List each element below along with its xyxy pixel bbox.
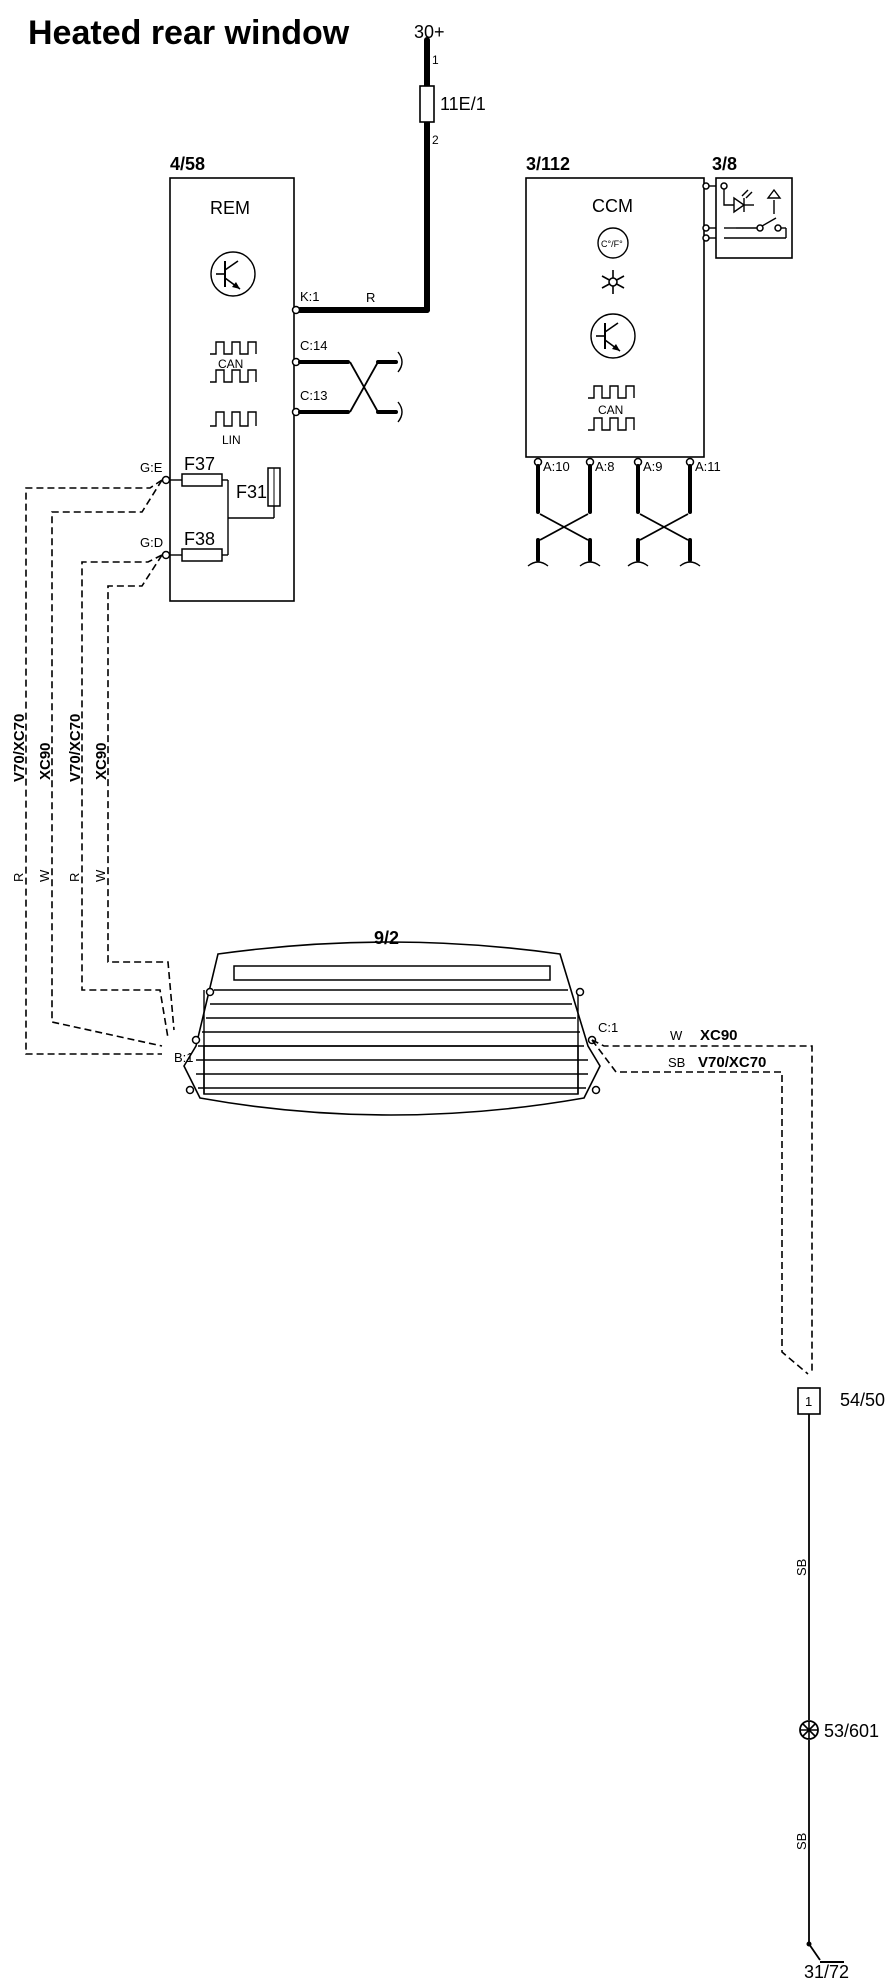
fuse-11e1-label: 11E/1 — [440, 94, 486, 114]
ccm-pin-a10: A:10 — [543, 459, 570, 474]
ground-point-id: 53/601 — [824, 1721, 879, 1741]
ccm-can-signal-icon — [588, 385, 635, 431]
ccm-pin-a8: A:8 — [595, 459, 615, 474]
ccm-temp-unit: C°/F° — [601, 239, 623, 249]
page-title: Heated rear window — [28, 14, 350, 52]
rem-can-label: CAN — [218, 357, 243, 371]
rem-wire-k1-color: R — [366, 290, 375, 305]
rem-pin-c13: C:13 — [300, 388, 327, 403]
wire-variant-3: V70/XC70 — [67, 714, 84, 782]
rear-window-id: 9/2 — [374, 928, 399, 948]
ccm-name: CCM — [592, 196, 633, 216]
rem-pin-k1: K:1 — [300, 289, 320, 304]
fuse-f37-label: F37 — [184, 454, 215, 474]
wire-color-2: W — [37, 869, 52, 882]
ccm-pin-a11: A:11 — [695, 459, 721, 474]
rem-lin-label: LIN — [222, 433, 241, 447]
rem-pin-c14: C:14 — [300, 338, 327, 353]
ground-point-icon — [799, 1720, 819, 1740]
ccm-can-label: CAN — [598, 403, 623, 417]
rear-window-pin-c1: C:1 — [598, 1020, 618, 1035]
supply-label: 30+ — [414, 22, 445, 42]
panel-id: 3/8 — [712, 154, 737, 174]
rear-window-heater-grid — [183, 941, 601, 1116]
wire-variant-4: XC90 — [93, 742, 110, 780]
fuse-f37 — [181, 473, 223, 487]
panel-led-switch-icon — [720, 182, 787, 239]
rear-window-pin-b1: B:1 — [174, 1050, 194, 1065]
ccm-panel-link — [702, 182, 716, 242]
splice-pin: 1 — [805, 1394, 812, 1409]
rem-fuse-wiring — [170, 479, 275, 556]
rem-can-signal-icon — [210, 341, 257, 383]
wire-variant-1: V70/XC70 — [11, 714, 28, 782]
rem-id: 4/58 — [170, 154, 205, 174]
wire-color-4: W — [93, 869, 108, 882]
rem-pin-gd-dot — [161, 550, 171, 560]
supply-pin-1: 1 — [432, 53, 439, 67]
rem-pin-gd: G:D — [140, 535, 163, 550]
rem-name: REM — [210, 198, 250, 218]
rem-pin-ge-dot — [161, 475, 171, 485]
ground-id: 31/72 — [804, 1962, 849, 1980]
ccm-pin-a9: A:9 — [643, 459, 663, 474]
fuse-f38-label: F38 — [184, 529, 215, 549]
rem-module — [169, 177, 295, 602]
ground-wire-color-upper: SB — [794, 1559, 809, 1576]
ccm-snowflake-icon — [601, 270, 625, 294]
splice-id: 54/50 — [840, 1390, 885, 1410]
ccm-transistor-icon — [590, 313, 636, 359]
rear-window-pin-b1-dot — [191, 1035, 201, 1045]
ground-symbol-icon — [806, 1941, 844, 1963]
wire-right-variant-2: V70/XC70 — [698, 1054, 766, 1071]
rear-window-feed-wires — [25, 479, 175, 1055]
rem-pin-k1-dot — [291, 305, 301, 315]
ccm-twisted-pairs — [527, 464, 701, 567]
wire-right-color-2: SB — [668, 1055, 685, 1070]
wire-color-3: R — [67, 873, 82, 882]
rem-lin-signal-icon — [210, 411, 257, 427]
fuse-f38 — [181, 548, 223, 562]
rem-can-twisted-pair — [298, 351, 403, 423]
wire-right-variant-1: XC90 — [700, 1027, 738, 1044]
ground-wire-color-lower: SB — [794, 1833, 809, 1850]
rear-window-ground-wires — [591, 1039, 813, 1375]
wire-right-color-1: W — [670, 1028, 683, 1043]
supply-pin-2: 2 — [432, 133, 439, 147]
rem-transistor-icon — [210, 251, 256, 297]
ccm-temp-icon — [597, 227, 629, 259]
ccm-module — [525, 177, 705, 458]
rem-pin-ge: G:E — [140, 460, 163, 475]
ccm-id: 3/112 — [526, 154, 570, 174]
fuse-f31-label: F31 — [236, 482, 267, 502]
fuse-11e1 — [419, 85, 435, 123]
wire-variant-2: XC90 — [37, 742, 54, 780]
wire-color-1: R — [11, 873, 26, 882]
panel-module — [715, 177, 793, 259]
supply-wire — [297, 37, 430, 313]
